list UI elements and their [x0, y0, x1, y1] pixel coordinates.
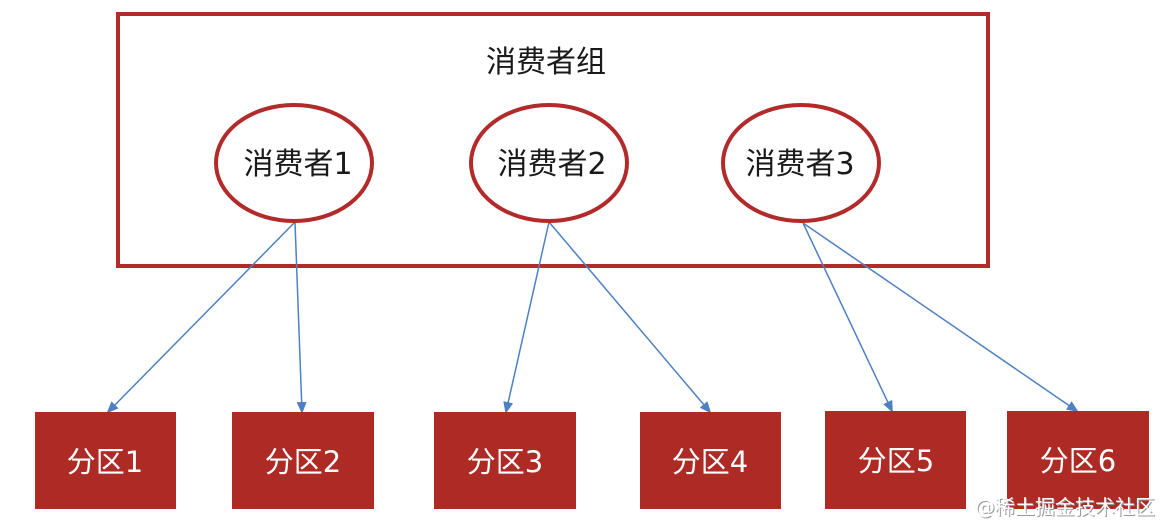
consumer-ellipse — [721, 103, 881, 223]
partition-box — [1007, 411, 1149, 509]
consumer-ellipse — [469, 103, 629, 223]
partition-box — [35, 412, 176, 509]
consumer-label: 消费者1 — [243, 147, 352, 182]
edge-c1-p1 — [106, 221, 296, 414]
partition-node-5[interactable]: 分区5 — [825, 411, 966, 509]
edge-c3-p5 — [802, 222, 893, 413]
consumer-ellipse — [214, 103, 374, 223]
partition-box — [825, 411, 966, 509]
partition-node-3[interactable]: 分区3 — [434, 412, 576, 509]
partition-node-4[interactable]: 分区4 — [640, 412, 781, 509]
partition-box — [434, 412, 576, 509]
edge-c2-p3 — [503, 221, 550, 414]
consumer-node-2[interactable]: 消费者2 — [469, 103, 629, 223]
partition-box — [232, 412, 374, 509]
partition-node-2[interactable]: 分区2 — [232, 412, 374, 509]
edge-c2-p4 — [548, 221, 712, 414]
partition-label: 分区1 — [67, 445, 143, 479]
consumer-group-title: 消费者组 — [486, 45, 606, 80]
partition-label: 分区2 — [265, 445, 341, 479]
edge-c3-p6 — [802, 222, 1079, 413]
watermark-text: @稀土掘金技术社区 — [975, 495, 1155, 519]
consumer-node-3[interactable]: 消费者3 — [721, 103, 881, 223]
partition-label: 分区5 — [858, 444, 934, 478]
partition-label: 分区6 — [1040, 444, 1116, 478]
consumer-group-box — [116, 12, 990, 268]
partition-node-1[interactable]: 分区1 — [35, 412, 176, 509]
consumer-label: 消费者3 — [745, 147, 854, 182]
consumer-node-1[interactable]: 消费者1 — [214, 103, 374, 223]
edge-layer — [106, 221, 1079, 414]
partition-node-6[interactable]: 分区6 — [1007, 411, 1149, 509]
edge-c1-p2 — [294, 221, 307, 414]
partition-box — [640, 412, 781, 509]
partition-label: 分区3 — [467, 445, 543, 479]
watermark-shadow: @稀土掘金技术社区 — [976, 496, 1156, 520]
consumer-label: 消费者2 — [497, 147, 606, 182]
partition-label: 分区4 — [672, 445, 748, 479]
